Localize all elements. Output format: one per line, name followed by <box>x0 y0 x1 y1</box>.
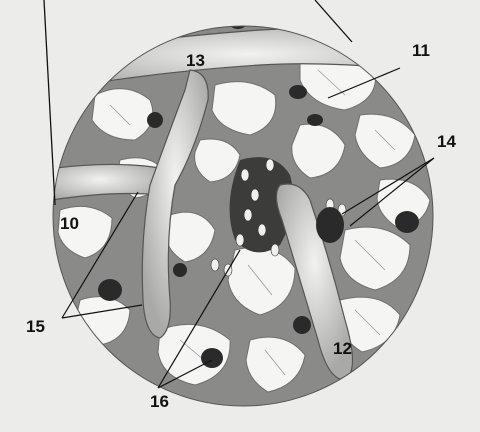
specimen-field <box>40 15 460 420</box>
label-12: 12 <box>333 340 352 357</box>
label-16: 16 <box>150 393 169 410</box>
label-11: 11 <box>412 42 430 59</box>
label-10: 10 <box>60 215 79 232</box>
label-14: 14 <box>437 133 456 150</box>
label-15: 15 <box>26 318 45 335</box>
label-13: 13 <box>186 52 205 69</box>
